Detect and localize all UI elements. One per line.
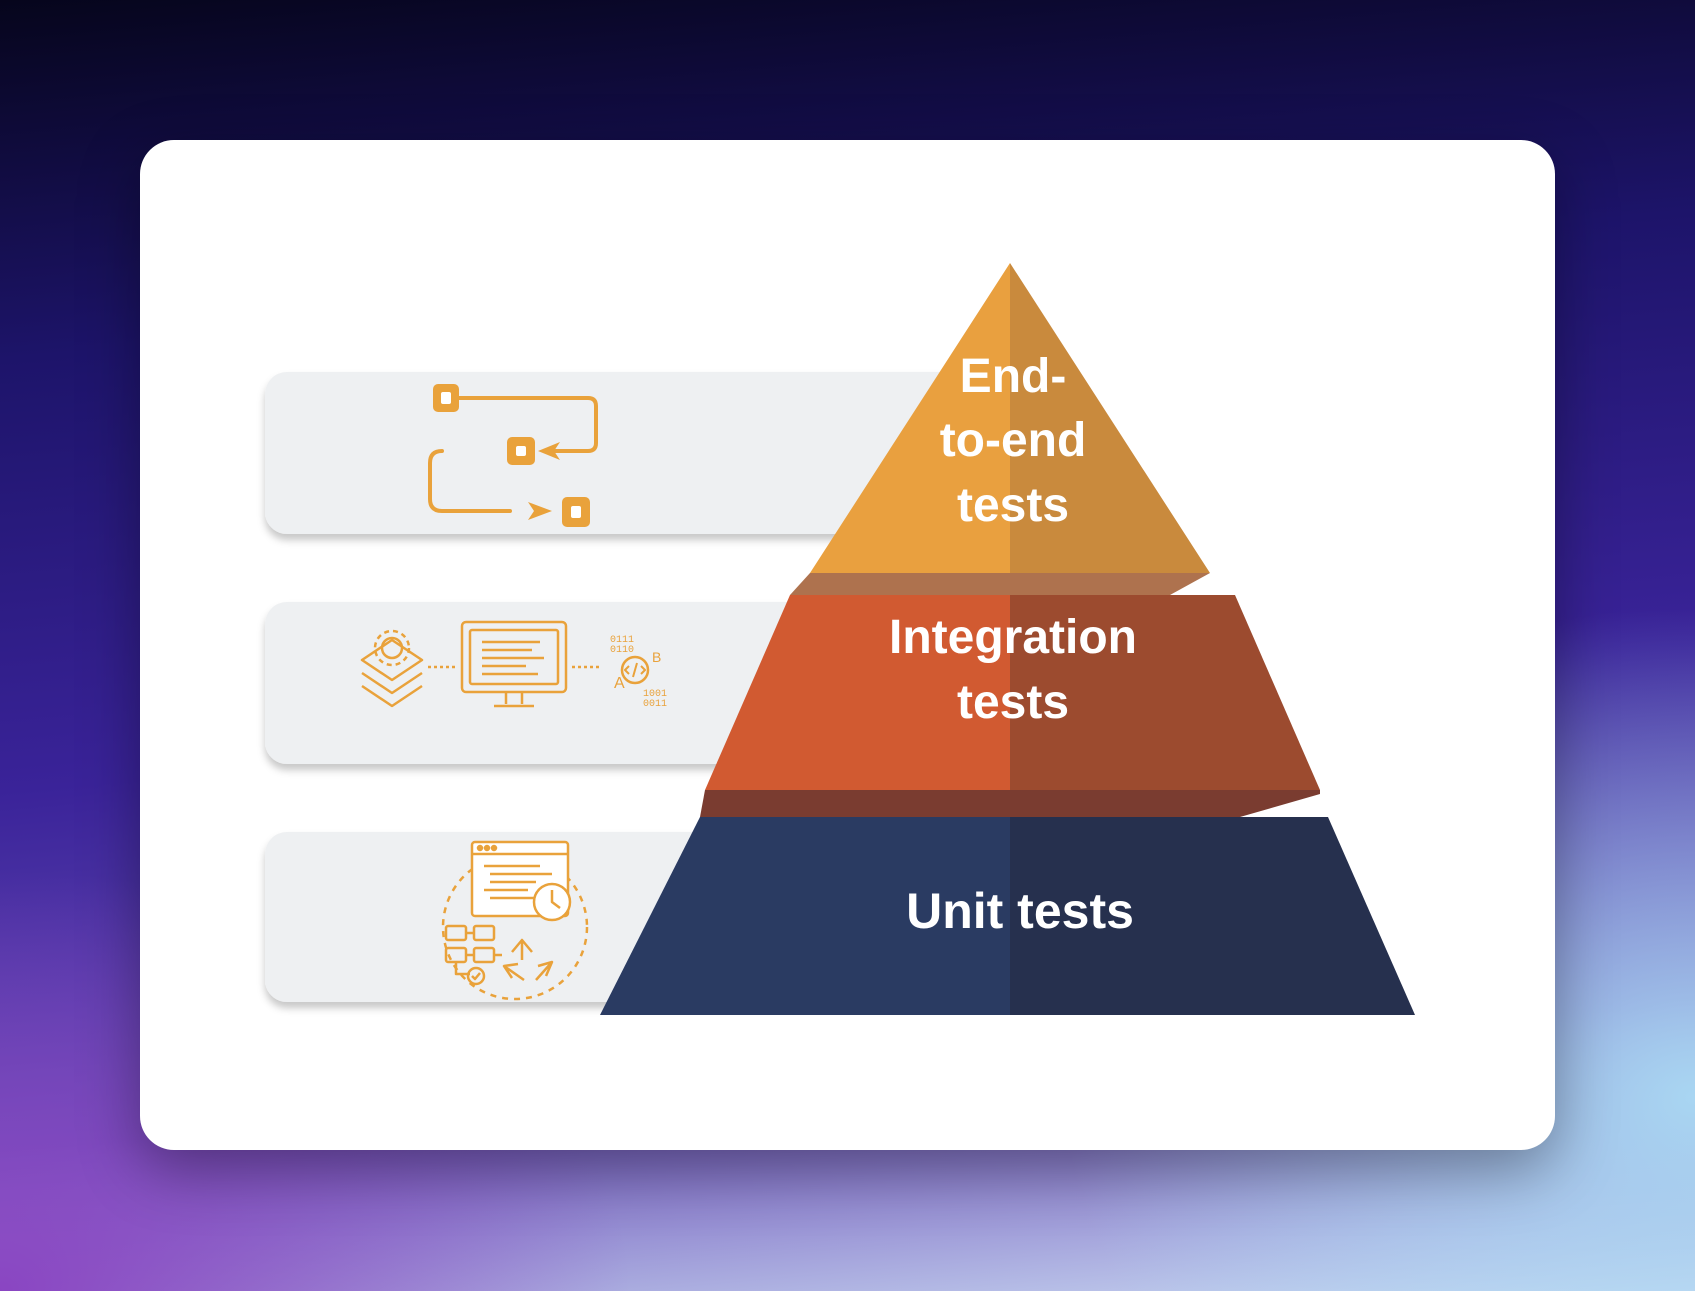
- tier-label-end-to-end-line1: End-: [960, 350, 1067, 403]
- tier-label-end-to-end-line2: to-end: [940, 414, 1087, 467]
- diagram-card: 0111 0110 A B 1001 0011: [140, 140, 1555, 1150]
- testing-pyramid-diagram: 0111 0110 A B 1001 0011: [265, 263, 1415, 1015]
- tier-unit: [600, 817, 1415, 1015]
- svg-text:0110: 0110: [610, 645, 634, 656]
- tier-label-unit: Unit tests: [906, 883, 1134, 939]
- tier-end-to-end: [790, 263, 1210, 595]
- tier-integration: [700, 595, 1320, 817]
- tier-label-integration-line2: tests: [957, 676, 1069, 729]
- unit-code-icon: [441, 840, 589, 1001]
- tier-label-end-to-end-line3: tests: [957, 479, 1069, 532]
- tier-panel-end-to-end: [265, 372, 965, 534]
- pyramid: [600, 263, 1415, 1015]
- svg-text:B: B: [652, 649, 661, 665]
- workflow-icon: [428, 384, 598, 527]
- tier-label-integration-line1: Integration: [889, 611, 1137, 664]
- integration-icon: 0111 0110 A B 1001 0011: [360, 620, 667, 710]
- svg-text:0111: 0111: [610, 635, 634, 646]
- svg-text:1001: 1001: [643, 689, 667, 700]
- svg-text:0011: 0011: [643, 699, 667, 710]
- svg-text:A: A: [614, 675, 625, 692]
